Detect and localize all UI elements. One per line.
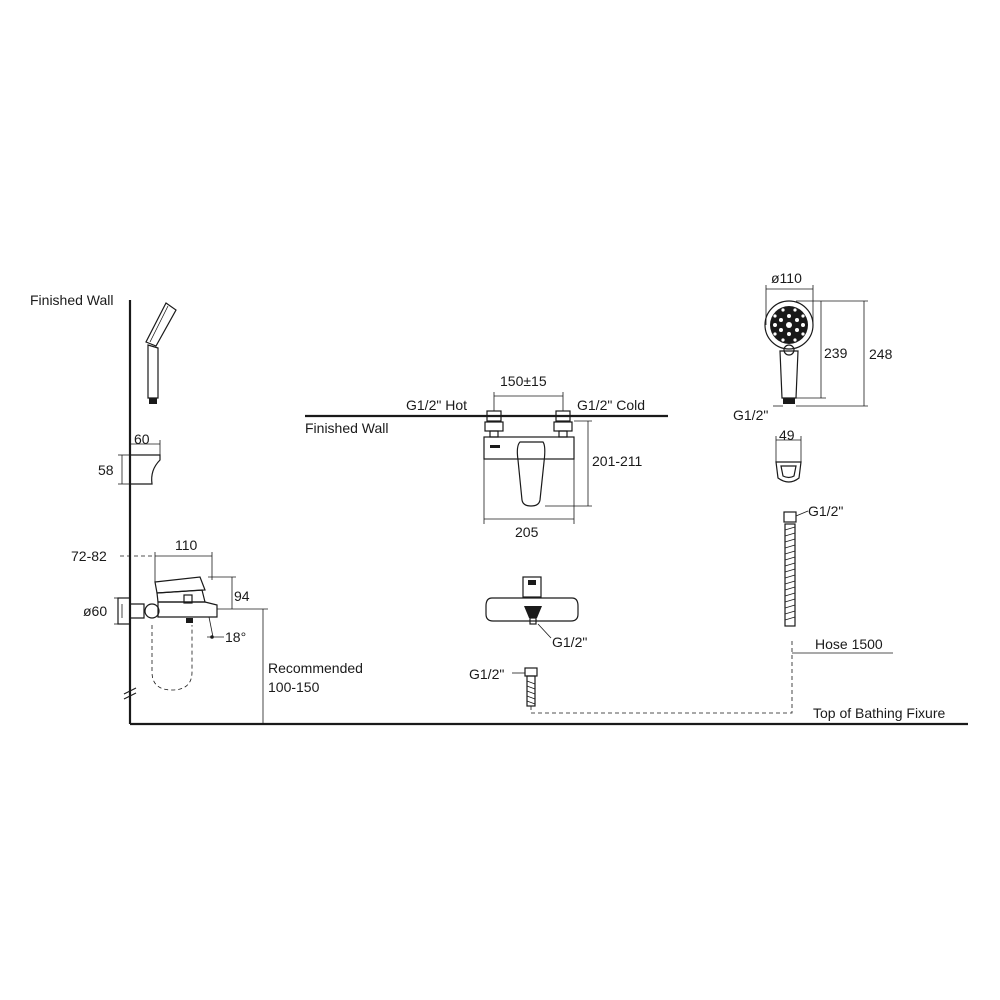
label-dim-58: 58 bbox=[98, 462, 114, 478]
side-view bbox=[114, 300, 968, 726]
label-angle-18: 18° bbox=[225, 629, 246, 645]
handshower-side bbox=[145, 302, 177, 404]
break-mark bbox=[123, 687, 137, 695]
label-hose-length: Hose 1500 bbox=[815, 636, 883, 652]
outlet-front bbox=[524, 606, 542, 618]
label-dim-o60: ø60 bbox=[83, 603, 107, 619]
hose bbox=[783, 510, 893, 654]
label-dim-49: 49 bbox=[779, 427, 795, 443]
label-dim-150-15: 150±15 bbox=[500, 373, 547, 389]
label-dim-248: 248 bbox=[869, 346, 893, 362]
label-hose-top: G1/2" bbox=[808, 503, 843, 519]
plan-view bbox=[305, 392, 668, 524]
label-outlet-front: G1/2" bbox=[552, 634, 587, 650]
label-dim-205: 205 bbox=[515, 524, 539, 540]
handshower-front bbox=[764, 285, 868, 407]
holder-front bbox=[775, 436, 802, 483]
label-handshower-inlet: G1/2" bbox=[733, 407, 768, 423]
label-finished-wall-left: Finished Wall bbox=[30, 292, 114, 308]
label-dim-o110: ø110 bbox=[771, 270, 802, 286]
label-top-of-fixture: Top of Bathing Fixure bbox=[813, 705, 946, 721]
mixer-side bbox=[117, 576, 218, 625]
mixer-body-front bbox=[485, 597, 579, 622]
label-hose-end: G1/2" bbox=[469, 666, 504, 682]
label-dim-110: 110 bbox=[175, 537, 198, 553]
label-dim-201-211: 201-211 bbox=[592, 453, 643, 469]
label-cold-inlet: G1/2" Cold bbox=[577, 397, 645, 413]
lever-plan bbox=[516, 441, 546, 507]
holder-side bbox=[130, 454, 161, 485]
label-dim-239: 239 bbox=[824, 345, 848, 361]
label-dim-72-82: 72-82 bbox=[71, 548, 107, 564]
label-hot-inlet: G1/2" Hot bbox=[406, 397, 467, 413]
label-recommended-range: 100-150 bbox=[268, 679, 320, 695]
mixer-body-plan bbox=[483, 436, 575, 460]
labels: Finished Wall 60 58 72-82 110 94 ø60 18°… bbox=[30, 270, 946, 721]
front-view bbox=[485, 576, 793, 714]
lever-swing-arc bbox=[151, 625, 193, 691]
break-mark bbox=[123, 692, 137, 700]
label-dim-94: 94 bbox=[234, 588, 250, 604]
label-recommended: Recommended bbox=[268, 660, 363, 676]
angle-line bbox=[208, 616, 214, 638]
hose-path-dashed bbox=[530, 640, 793, 714]
label-finished-wall-center: Finished Wall bbox=[305, 420, 389, 436]
label-dim-60: 60 bbox=[134, 431, 150, 447]
